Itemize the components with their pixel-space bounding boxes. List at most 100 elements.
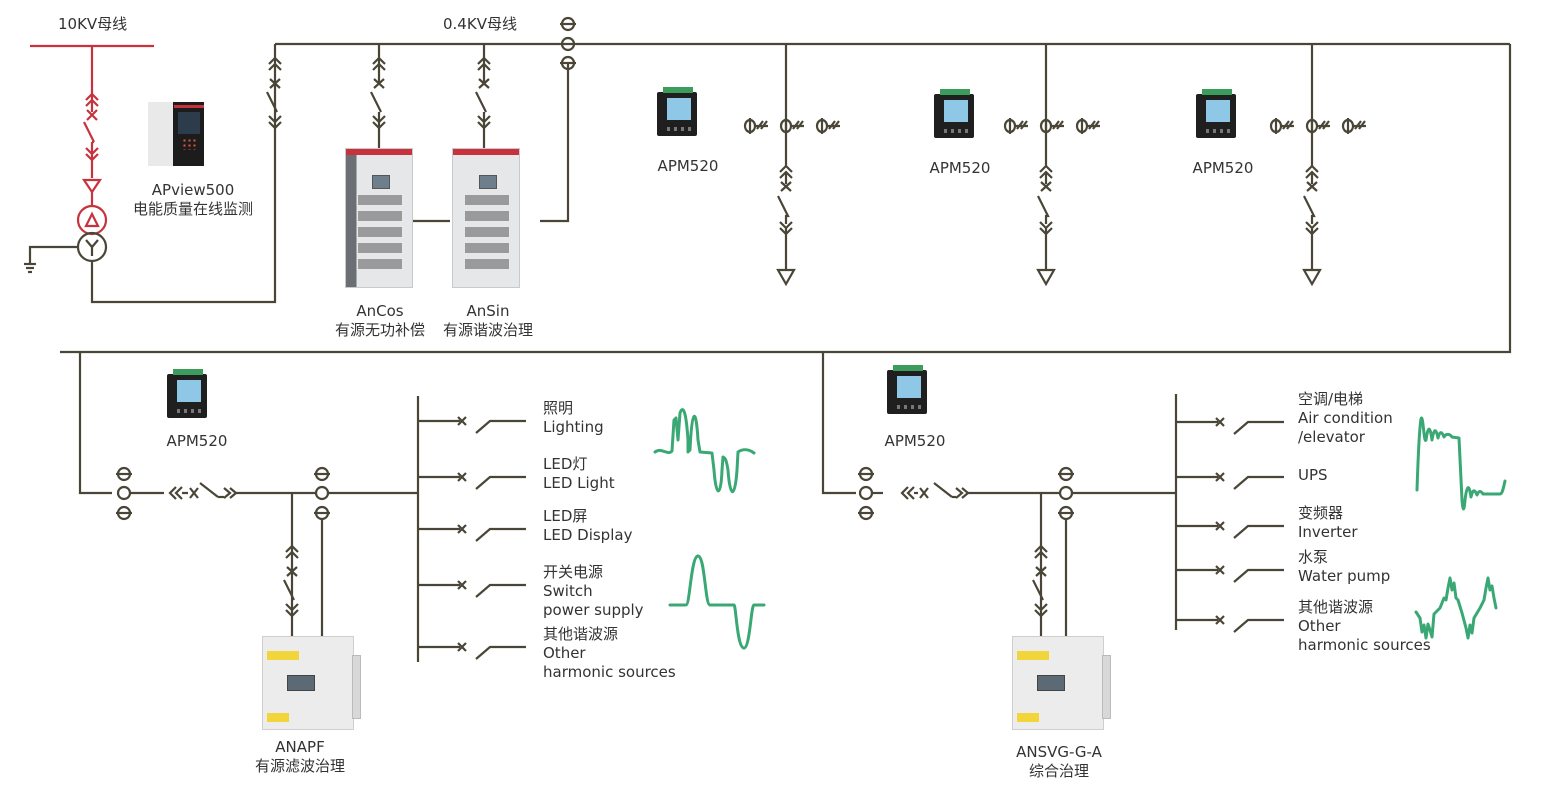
feeder-load-arrow-icon — [1036, 268, 1056, 287]
other-harmonic-waveform — [1414, 576, 1498, 640]
load-label-en: UPS — [1298, 466, 1328, 484]
load-branch — [418, 416, 526, 434]
breaker-x-icon — [457, 472, 467, 482]
load-branch — [418, 580, 526, 598]
load-label-en: LED Light — [543, 474, 615, 492]
load-label-cn: 照明 — [543, 399, 574, 417]
incomer-breaker-icon — [266, 56, 282, 130]
ansvg-label: ANSVG-G-A 综合治理 — [1016, 743, 1102, 780]
breaker-x-icon — [457, 642, 467, 652]
ansin-cabinet — [452, 148, 520, 288]
load-label-en: power supply — [543, 601, 644, 619]
load-label-cn: 其他谐波源 — [1298, 598, 1374, 616]
load-label-en: Other — [543, 644, 586, 662]
feeder-branch-2 — [1003, 44, 1100, 287]
apm520-label-1: APM520 — [657, 157, 719, 175]
ansin-breaker-icon — [475, 44, 491, 148]
switch-icon — [475, 645, 526, 660]
load-label-en: Lighting — [543, 418, 604, 436]
apm520-label-left: APM520 — [166, 432, 228, 450]
anapf-device — [262, 636, 361, 730]
lv-bus-return — [60, 44, 1512, 354]
transformer-icon — [76, 204, 108, 263]
apm520-meter-right — [887, 365, 927, 414]
feeder-ct-icon — [1269, 118, 1366, 134]
ancos-breaker-icon — [370, 44, 386, 148]
load-label-en: Water pump — [1298, 567, 1391, 585]
load-branch — [1176, 417, 1284, 435]
switch-icon — [475, 583, 526, 598]
feeder-load-arrow-icon — [776, 268, 796, 287]
breaker-x-icon — [457, 524, 467, 534]
apm520-label-2: APM520 — [929, 159, 991, 177]
load-label-cn: 开关电源 — [543, 563, 604, 581]
load-label-en: LED Display — [543, 526, 633, 544]
load-label-en: Switch — [543, 582, 593, 600]
load-label-en: /elevator — [1298, 428, 1365, 446]
anapf-label: ANAPF 有源滤波治理 — [254, 738, 346, 775]
switch-icon — [475, 527, 526, 542]
hv-bus-label: 10KV母线 — [58, 15, 128, 33]
breaker-x-icon — [1215, 565, 1225, 575]
ground-icon — [24, 245, 78, 274]
apm520-meter-2 — [934, 89, 974, 138]
feeder-ct-icon — [743, 118, 840, 134]
apm520-label-right: APM520 — [884, 432, 946, 450]
load-label-cn: 空调/电梯 — [1298, 390, 1364, 408]
switch-icon — [1233, 420, 1284, 435]
breaker-x-icon — [1215, 472, 1225, 482]
feeder-breaker-icon — [777, 164, 793, 236]
load-branch — [1176, 472, 1284, 490]
air-condition-waveform — [1415, 416, 1507, 511]
breaker-x-icon — [1215, 521, 1225, 531]
lv-bus-label: 0.4KV母线 — [443, 15, 517, 33]
bus-ct-icon — [540, 16, 576, 223]
breaker-x-icon — [1215, 615, 1225, 625]
apm520-meter-1 — [657, 87, 697, 136]
ansvg-device — [1012, 636, 1111, 730]
switch-power-supply-waveform — [668, 554, 766, 650]
apm520-label-3: APM520 — [1192, 159, 1254, 177]
load-branch — [1176, 565, 1284, 583]
right-section-wiring — [821, 352, 1178, 636]
load-label-en: Air condition — [1298, 409, 1393, 427]
load-branch — [418, 472, 526, 490]
apm520-meter-left — [167, 369, 207, 418]
feeder-breaker-icon — [1037, 164, 1053, 236]
feeder-breaker-icon — [1303, 164, 1319, 236]
load-label-en: Inverter — [1298, 523, 1358, 541]
apview500-label: APview500 电能质量在线监测 — [132, 181, 254, 218]
load-label-cn: 水泵 — [1298, 548, 1329, 566]
ancos-cabinet — [345, 148, 413, 288]
load-branch — [418, 524, 526, 542]
switch-icon — [1233, 568, 1284, 583]
feeder-branch-1 — [743, 44, 840, 287]
feeder-branch-3 — [1269, 44, 1366, 287]
load-label: UPS — [1298, 466, 1328, 485]
switch-icon — [475, 419, 526, 434]
load-branch — [418, 642, 526, 660]
breaker-x-icon — [457, 580, 467, 590]
breaker-x-icon — [1215, 417, 1225, 427]
load-label-cn: 变频器 — [1298, 504, 1344, 522]
load-branch — [1176, 615, 1284, 633]
hv-arrester-icon — [81, 178, 103, 206]
ansin-label: 有源谐波治理 — [442, 321, 534, 339]
ansin-model-label: AnSin — [466, 302, 510, 320]
load-label-en: harmonic sources — [543, 663, 676, 681]
ancos-label: AnCos 有源无功补偿 — [334, 302, 426, 339]
breaker-x-icon — [457, 416, 467, 426]
transformer-lv-feeder — [90, 44, 277, 304]
hv-bus — [30, 44, 154, 90]
load-branch — [1176, 521, 1284, 539]
